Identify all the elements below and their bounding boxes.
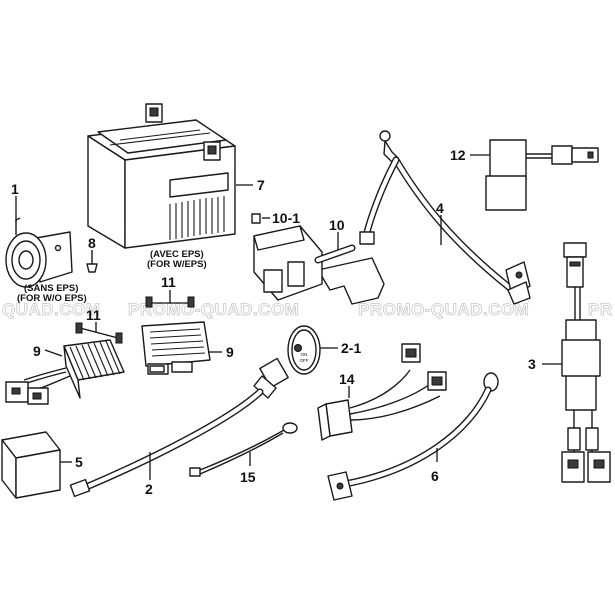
label-9-left: 9 xyxy=(33,343,41,359)
sub-harness-part xyxy=(317,343,447,441)
note-for-w-eps: (FOR W/EPS) xyxy=(147,259,207,270)
watermark-text: PROMO-QUAD.COM xyxy=(128,300,299,319)
note-for-wo-eps: (FOR W/O EPS) xyxy=(17,293,87,304)
bolt-part xyxy=(86,250,98,273)
label-6: 6 xyxy=(431,468,439,484)
battery-ribs xyxy=(169,196,225,240)
label-14: 14 xyxy=(339,371,355,387)
fuse-clip-part xyxy=(251,213,261,224)
ground-cable-part xyxy=(327,372,499,501)
label-10-1: 10-1 xyxy=(272,210,300,226)
regulator-left-part xyxy=(5,339,125,405)
label-8: 8 xyxy=(88,235,96,251)
label-9-right: 9 xyxy=(226,344,234,360)
note-avec-eps: (AVEC EPS) xyxy=(150,249,204,260)
watermark-text: QUAD.COM xyxy=(2,300,100,319)
fuse-box-part xyxy=(1,431,61,499)
label-2: 2 xyxy=(145,481,153,497)
label-11-left: 11 xyxy=(86,307,101,323)
regulator-fins xyxy=(149,328,206,357)
switch-on-text: ON xyxy=(301,352,308,357)
main-harness-part xyxy=(69,357,289,498)
regulator-right-part xyxy=(141,321,211,375)
label-12: 12 xyxy=(450,147,466,163)
small-lead-part xyxy=(189,422,298,477)
label-4: 4 xyxy=(436,200,444,216)
battery-part xyxy=(87,103,236,249)
label-7: 7 xyxy=(257,177,265,193)
watermark-text: PROMO-QUAD.COM xyxy=(358,300,529,319)
horn-part xyxy=(5,217,73,288)
relay-block-part xyxy=(253,225,385,305)
label-1: 1 xyxy=(11,181,19,197)
label-15: 15 xyxy=(240,469,256,485)
leader-line xyxy=(44,349,63,357)
screw-pair-part xyxy=(75,322,123,344)
label-10: 10 xyxy=(329,217,345,233)
switch-part: ON OFF xyxy=(287,325,321,375)
screw-pair-part xyxy=(145,290,195,308)
regulator-fins xyxy=(69,340,121,381)
watermark-text: PR xyxy=(588,300,613,319)
control-module-part xyxy=(561,242,611,483)
battery-cable-part xyxy=(359,130,531,305)
label-2-1: 2-1 xyxy=(341,340,361,356)
relay-part xyxy=(485,139,599,211)
label-5: 5 xyxy=(75,454,83,470)
label-11-top: 11 xyxy=(161,274,176,290)
switch-off-text: OFF xyxy=(300,358,309,363)
label-3: 3 xyxy=(528,356,536,372)
watermark-band: QUAD.COM PROMO-QUAD.COM PROMO-QUAD.COM P… xyxy=(2,300,613,320)
note-sans-eps: (SANS EPS) xyxy=(24,283,78,294)
